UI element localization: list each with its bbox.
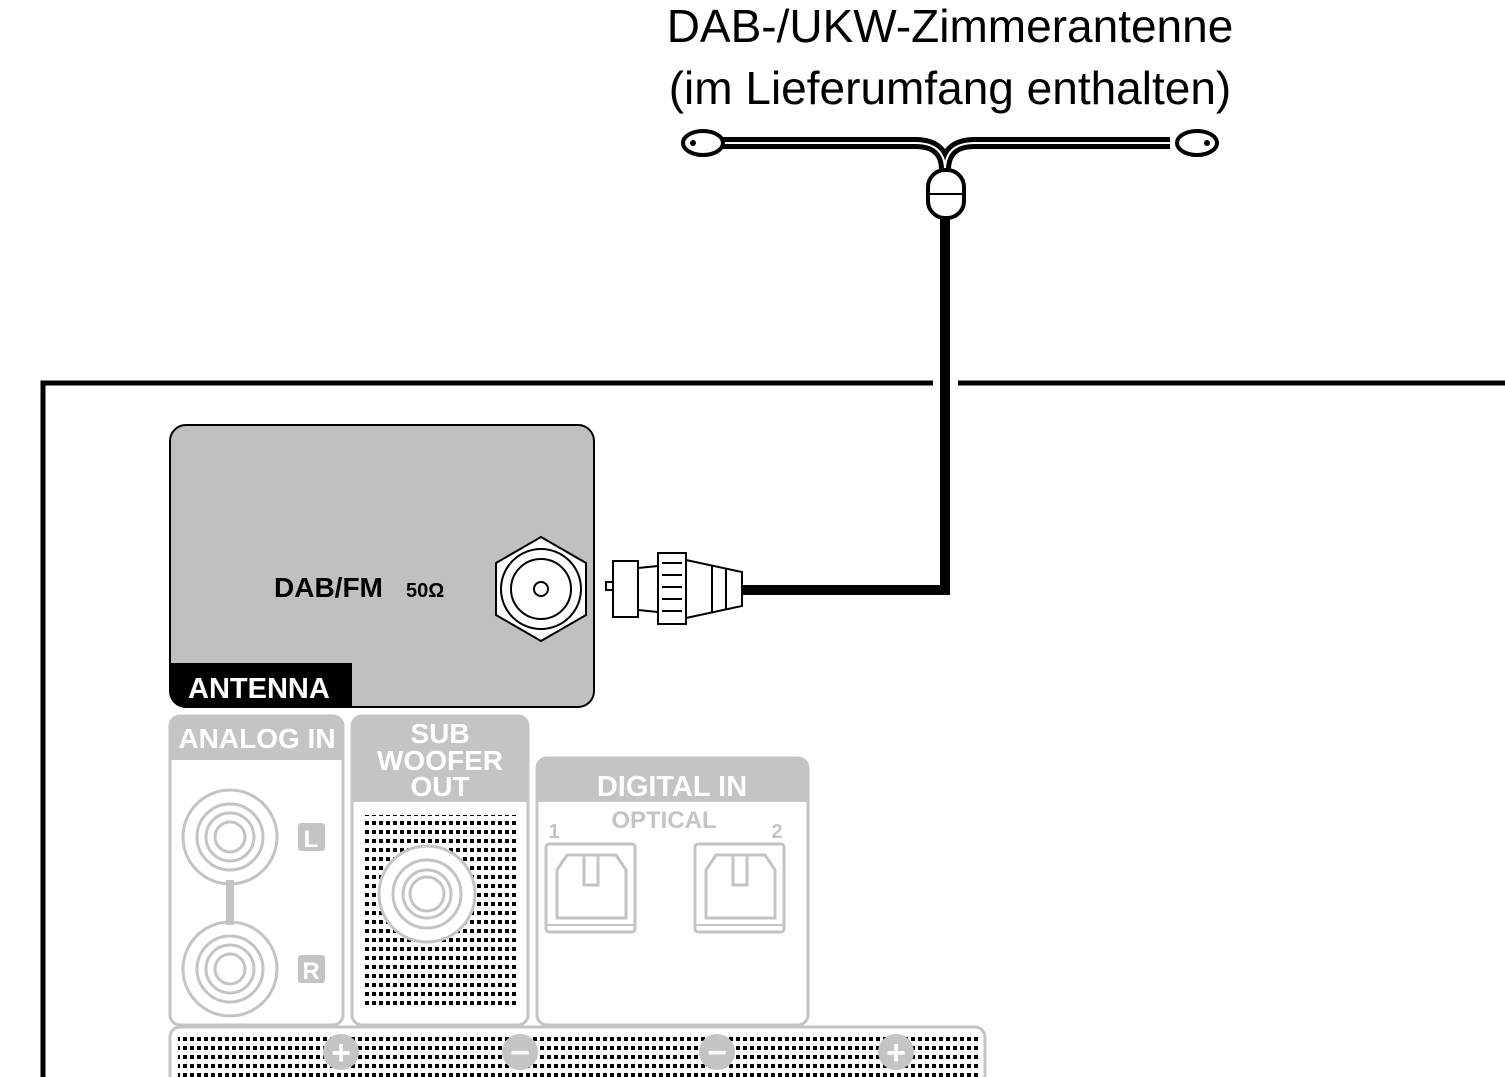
- optical-port-2[interactable]: [693, 842, 786, 934]
- svg-text:−: −: [707, 1034, 727, 1072]
- antenna-subtitle: (im Lieferumfang enthalten): [669, 62, 1232, 114]
- optical-label: OPTICAL: [611, 807, 716, 834]
- analog-in-panel: ANALOG IN L R: [168, 714, 345, 1027]
- speaker-terminal-plus-1[interactable]: +: [323, 1034, 359, 1072]
- subwoofer-out-jack[interactable]: [377, 844, 477, 944]
- indoor-antenna-icon: [681, 129, 1219, 595]
- antenna-terminal-panel: ANTENNA DAB/FM 50Ω: [169, 424, 595, 708]
- antenna-label: ANTENNA: [188, 673, 330, 705]
- subwoofer-label-line1: SUB: [410, 718, 469, 749]
- optical-port-1[interactable]: [544, 842, 637, 934]
- left-channel-label: L: [304, 826, 319, 853]
- speaker-terminal-minus-2[interactable]: −: [699, 1034, 735, 1072]
- optical-port-2-label: 2: [771, 821, 782, 843]
- svg-text:−: −: [510, 1034, 530, 1072]
- subwoofer-label-line2: WOOFER: [377, 745, 503, 776]
- analog-in-label: ANALOG IN: [178, 723, 335, 754]
- antenna-title: DAB-/UKW-Zimmerantenne: [667, 0, 1234, 52]
- antenna-plug-icon: [605, 552, 743, 625]
- speaker-terminal-strip: + − − +: [168, 1025, 987, 1077]
- speaker-terminal-minus-1[interactable]: −: [502, 1034, 538, 1072]
- device-rear-outline: [40, 380, 1505, 1077]
- svg-text:+: +: [331, 1034, 351, 1072]
- analog-in-right-jack[interactable]: [181, 920, 279, 1018]
- impedance-label: 50Ω: [406, 580, 444, 602]
- analog-in-left-jack[interactable]: [181, 788, 279, 886]
- right-channel-label: R: [302, 958, 319, 985]
- svg-text:+: +: [886, 1034, 906, 1072]
- speaker-terminal-plus-2[interactable]: +: [878, 1034, 914, 1072]
- digital-in-panel: DIGITAL IN OPTICAL 1 2: [535, 756, 810, 1027]
- digital-in-label: DIGITAL IN: [597, 771, 747, 803]
- dab-fm-label: DAB/FM: [274, 572, 383, 603]
- subwoofer-out-panel: SUB WOOFER OUT: [350, 714, 530, 1027]
- dab-fm-jack[interactable]: [495, 535, 587, 643]
- optical-port-1-label: 1: [548, 821, 559, 843]
- subwoofer-label-line3: OUT: [410, 771, 469, 802]
